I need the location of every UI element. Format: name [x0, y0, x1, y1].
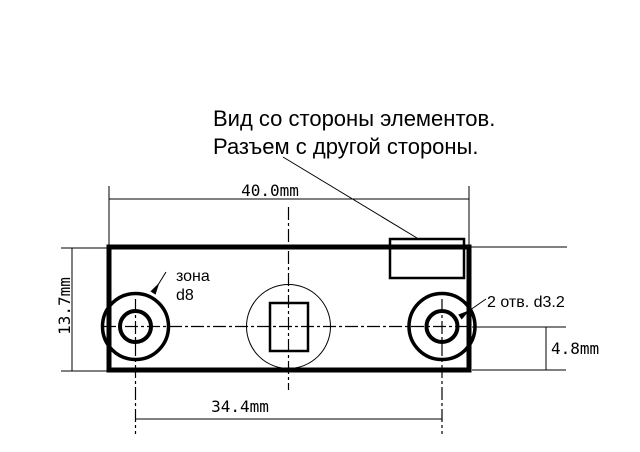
- zone-label-line1: зона: [176, 268, 210, 285]
- center-component-circle: [246, 284, 331, 369]
- dim-spacing-label: 34.4mm: [211, 397, 269, 416]
- title-leader-line: [282, 156, 418, 239]
- title-line1: Вид со стороны элементов.: [213, 106, 495, 131]
- left-hole-circle: [118, 309, 153, 344]
- zone-leader-line: [150, 271, 167, 295]
- title-line2: Разъем с другой стороны.: [213, 134, 478, 159]
- left-hole-zone-circle: [100, 291, 171, 362]
- right-hole-zone-circle: [407, 291, 477, 362]
- zone-label-line2: d8: [176, 287, 194, 304]
- right-hole-circle: [424, 309, 460, 344]
- holes-note-label: 2 отв. d3.2: [487, 294, 565, 311]
- dim-height-label: 13.7mm: [55, 277, 74, 335]
- connector-outline: [388, 237, 466, 280]
- dim-offset-label: 4.8mm: [551, 339, 599, 358]
- dim-width-label: 40.0mm: [241, 181, 299, 200]
- holes-leader-line: [458, 298, 487, 320]
- center-component-rect: [268, 301, 310, 353]
